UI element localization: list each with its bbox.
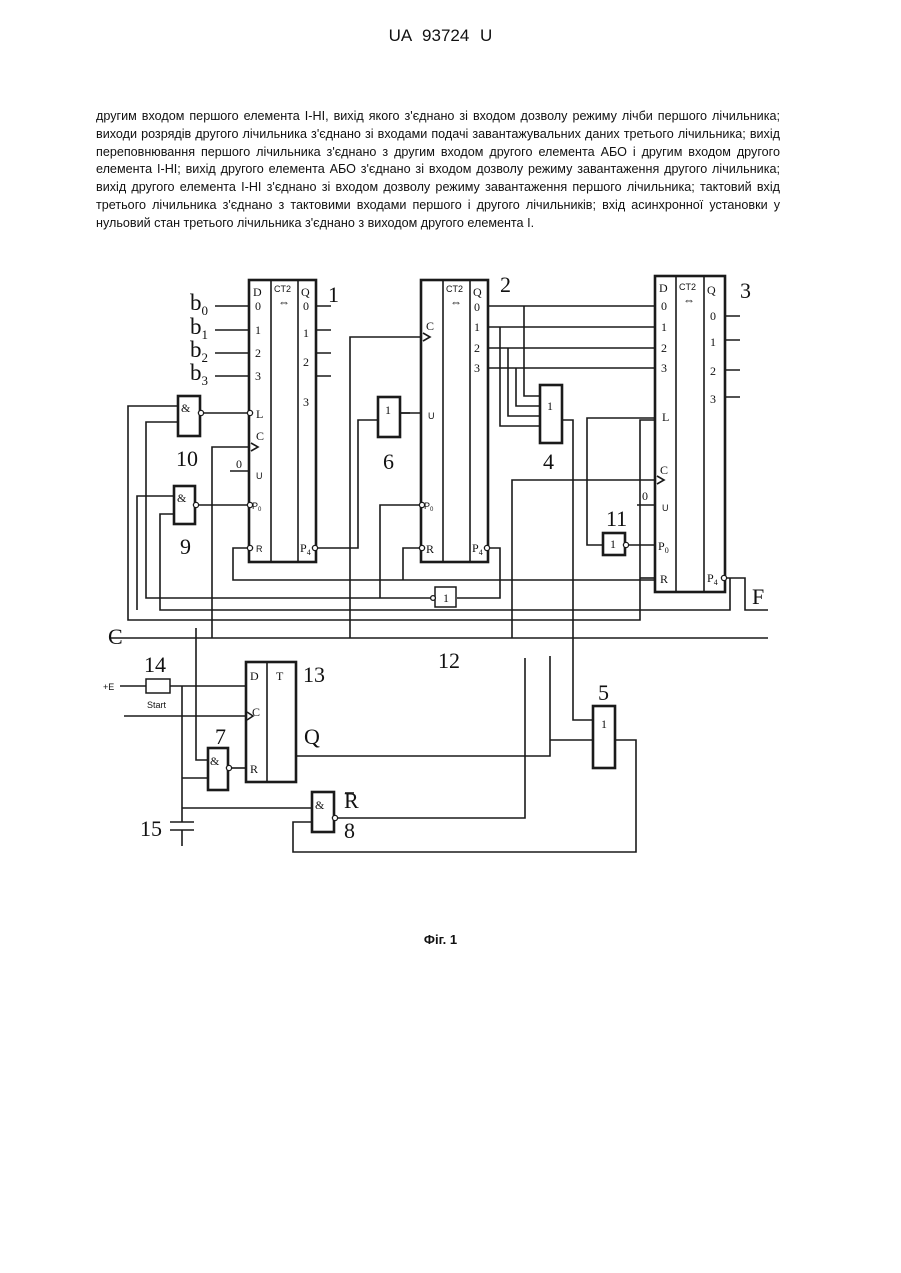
- counter-type-label: CT2: [446, 284, 463, 294]
- pin-d2: 2: [255, 346, 261, 360]
- label-8: 8: [344, 818, 355, 843]
- pin-d: D: [250, 669, 259, 683]
- label-3: 3: [740, 278, 751, 303]
- signal-e: +E: [103, 682, 114, 692]
- pin-d0: 0: [255, 299, 261, 313]
- pin-d2: 2: [661, 341, 667, 355]
- label-10: 10: [176, 446, 198, 471]
- counter-type-label: CT2: [274, 284, 291, 294]
- pin-zero: 0: [642, 489, 648, 503]
- bidirectional-arrow-icon: ⇔: [683, 293, 695, 307]
- gate-5: 1: [593, 706, 615, 768]
- pin-q2: 2: [303, 355, 309, 369]
- pin-r: R: [256, 544, 263, 554]
- pin-q2: 2: [710, 364, 716, 378]
- label-5: 5: [598, 680, 609, 705]
- label-1: 1: [328, 282, 339, 307]
- or-symbol: 1: [385, 403, 391, 417]
- pin-c: C: [426, 319, 434, 333]
- resistor-14: [146, 679, 170, 693]
- label-13: 13: [303, 662, 325, 687]
- pin-q3: 3: [710, 392, 716, 406]
- pin-l: L: [256, 407, 263, 421]
- bidirectional-arrow-icon: ⇔: [450, 295, 462, 309]
- pin-q: Q: [473, 285, 482, 299]
- gate-6: 1: [378, 397, 400, 437]
- label-2: 2: [500, 272, 511, 297]
- or-symbol: 1: [601, 717, 607, 731]
- or-symbol: 1: [443, 591, 449, 605]
- bidirectional-arrow-icon: ⇔: [278, 295, 290, 309]
- pin-q: Q: [301, 285, 310, 299]
- pin-q1: 1: [474, 320, 480, 334]
- figure-caption: Фіг. 1: [0, 932, 881, 947]
- output-q: Q: [304, 724, 320, 749]
- gate-8: &: [312, 792, 338, 832]
- pin-d0: 0: [661, 299, 667, 313]
- and-symbol: &: [315, 798, 325, 812]
- pin-d3: 3: [255, 369, 261, 383]
- start-label: Start: [147, 700, 167, 710]
- label-9: 9: [180, 534, 191, 559]
- pin-l: L: [662, 410, 669, 424]
- counter-type-label: CT2: [679, 282, 696, 292]
- and-symbol: &: [177, 491, 187, 505]
- pin-r: R: [250, 762, 258, 776]
- pin-c: C: [252, 705, 260, 719]
- pin-q0: 0: [303, 299, 309, 313]
- pin-u: U: [662, 503, 669, 513]
- pin-d1: 1: [661, 320, 667, 334]
- signal-r-bar: R: [344, 788, 359, 813]
- pin-q: Q: [707, 283, 716, 297]
- gate-7: &: [208, 748, 232, 790]
- pin-r: R: [426, 542, 434, 556]
- label-7: 7: [215, 724, 226, 749]
- pin-d: D: [253, 285, 262, 299]
- pin-c: C: [256, 429, 264, 443]
- gate-10: &: [178, 396, 204, 436]
- pin-d: D: [659, 281, 668, 295]
- counter-1: D CT2 ⇔ Q 0 1 2 3 0 1 2 3 L C U P0 R P4 …: [230, 280, 318, 562]
- pin-q1: 1: [710, 335, 716, 349]
- pin-q0: 0: [474, 300, 480, 314]
- counter-2: CT2 ⇔ Q 0 1 2 3 C U P0 R P4: [419, 280, 489, 562]
- pin-c: C: [660, 463, 668, 477]
- gate-11: 1: [603, 533, 629, 555]
- pin-d3: 3: [661, 361, 667, 375]
- pin-zero: 0: [236, 457, 242, 471]
- label-14: 14: [144, 652, 166, 677]
- pin-q3: 3: [303, 395, 309, 409]
- pin-q1: 1: [303, 326, 309, 340]
- pin-u: U: [428, 411, 435, 421]
- signal-c: C: [108, 624, 123, 649]
- label-11: 11: [606, 506, 627, 531]
- pin-u: U: [256, 471, 263, 481]
- pin-d1: 1: [255, 323, 261, 337]
- gate-9: &: [174, 486, 199, 524]
- pin-q3: 3: [474, 361, 480, 375]
- pin-r: R: [660, 572, 668, 586]
- or-symbol: 1: [610, 537, 616, 551]
- pin-q2: 2: [474, 341, 480, 355]
- and-symbol: &: [181, 401, 191, 415]
- label-6: 6: [383, 449, 394, 474]
- element-12: 1: [431, 587, 456, 607]
- pin-t: T: [276, 669, 284, 683]
- or-symbol: 1: [547, 399, 553, 413]
- pin-q0: 0: [710, 309, 716, 323]
- label-12: 12: [438, 648, 460, 673]
- label-15: 15: [140, 816, 162, 841]
- gate-4: 1: [540, 385, 562, 443]
- and-symbol: &: [210, 754, 220, 768]
- label-4: 4: [543, 449, 554, 474]
- flip-flop-13: D T C R: [246, 662, 296, 782]
- signal-f: F: [752, 584, 764, 609]
